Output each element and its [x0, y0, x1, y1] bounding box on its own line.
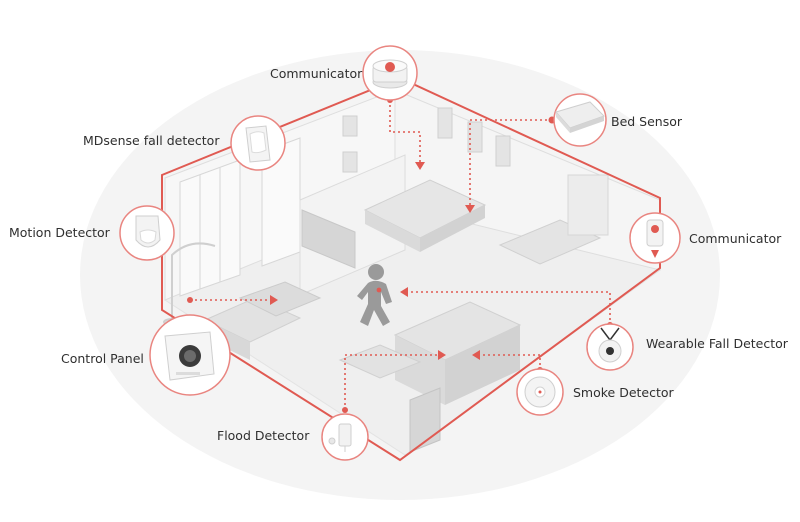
flood-detector-icon: [328, 423, 352, 452]
wall-frames: [342, 107, 511, 173]
walking-person-icon: [357, 264, 392, 326]
communicator-icon: [372, 59, 408, 89]
label-mdsense-fall-detector: MDsense fall detector: [83, 133, 220, 148]
label-communicator-right: Communicator: [689, 231, 782, 246]
partition-wall: [299, 154, 406, 296]
label-control-panel: Control Panel: [61, 351, 144, 366]
wearable-pendant-icon: [598, 327, 622, 363]
bed-sensor-bubble[interactable]: [553, 93, 607, 147]
label-motion-detector: Motion Detector: [9, 225, 110, 240]
tv: [301, 209, 356, 269]
label-flood-detector: Flood Detector: [217, 428, 310, 443]
flood-detector-bubble[interactable]: [321, 413, 369, 461]
right-room-furniture: [498, 174, 609, 265]
label-bed-sensor: Bed Sensor: [611, 114, 683, 129]
communicator-right-bubble[interactable]: [629, 212, 681, 264]
kitchen-counter: [393, 301, 522, 405]
label-wearable-fall-detector: Wearable Fall Detector: [646, 336, 788, 351]
fall-detector-icon: [245, 125, 271, 163]
left-windows: [179, 137, 301, 297]
motion-detector-bubble[interactable]: [119, 205, 175, 261]
motion-detector-icon: [135, 215, 161, 248]
bed-sensor-icon: [555, 101, 605, 133]
smoke-detector-bubble[interactable]: [516, 368, 564, 416]
dining-table: [338, 344, 422, 379]
control-panel-bubble[interactable]: [149, 314, 231, 396]
mdsense-fall-detector-bubble[interactable]: [230, 115, 286, 171]
communicator-top-bubble[interactable]: [362, 45, 418, 101]
connector-arrows: [270, 162, 480, 360]
connector-lines: [190, 100, 611, 410]
connector-flood-detector: [344, 354, 438, 410]
label-communicator-top: Communicator: [270, 66, 363, 81]
connector-smoke-detector: [480, 354, 541, 370]
connector-wearable: [408, 291, 611, 325]
pendant-communicator-icon: [646, 219, 664, 258]
label-smoke-detector: Smoke Detector: [573, 385, 674, 400]
bed: [363, 179, 487, 252]
smoke-detector-icon: [524, 376, 556, 408]
connector-communicator-top: [389, 100, 421, 162]
connector-bed-sensor: [469, 119, 552, 205]
wearable-fall-detector-bubble[interactable]: [586, 323, 634, 371]
coffee-table: [238, 281, 322, 317]
control-panel-icon: [164, 331, 215, 381]
